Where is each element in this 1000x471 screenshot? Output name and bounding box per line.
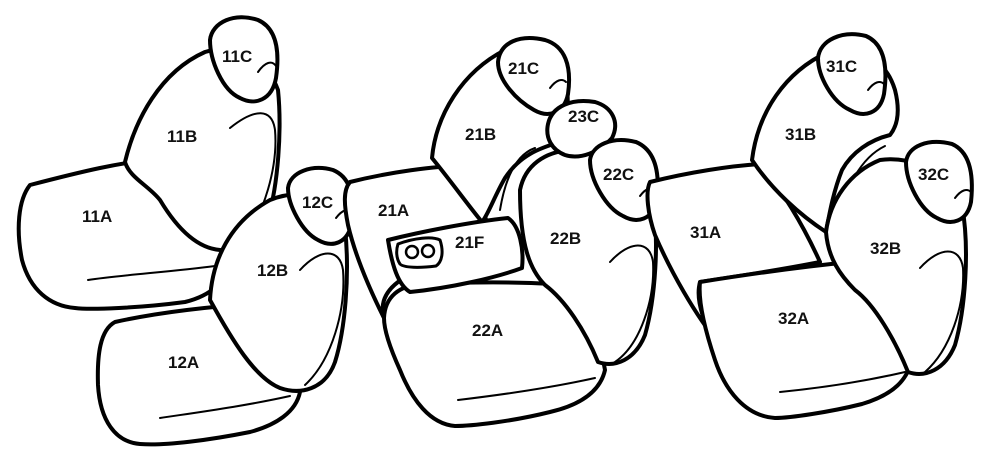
label-31C: 31C [826, 57, 857, 76]
part-32C-headrest [904, 140, 974, 224]
label-32C: 32C [918, 165, 949, 184]
label-22B: 22B [550, 229, 581, 248]
label-32A: 32A [778, 309, 809, 328]
seam-21C [549, 79, 567, 89]
label-11A: 11A [82, 207, 112, 226]
seam-32C [954, 189, 972, 199]
seam-31C [867, 81, 885, 91]
seam-22B [609, 244, 655, 363]
label-11B: 11B [167, 127, 197, 146]
label-21C: 21C [508, 59, 539, 78]
part-21F-armrest [386, 216, 525, 294]
cup-holder-icon [395, 236, 444, 269]
label-21B: 21B [465, 125, 496, 144]
seat-31-32: 31A 31B 31C 32C 32B 32A [645, 32, 974, 420]
part-31C-headrest [816, 32, 888, 116]
seat-12: 12A 12B 12C [95, 166, 355, 447]
label-31A: 31A [690, 223, 721, 242]
label-11C: 11C [222, 47, 252, 66]
label-21A: 21A [378, 201, 409, 220]
seam-21B [499, 147, 536, 211]
label-12A: 12A [168, 353, 199, 372]
label-12B: 12B [257, 261, 288, 280]
seam-12A [159, 395, 291, 419]
label-32B: 32B [870, 239, 901, 258]
seat-21-22: 21A 21B 21C 23C 22C 22B 21F 22A [342, 36, 660, 428]
label-23C: 23C [568, 107, 599, 126]
seam-22A [457, 377, 596, 401]
seam-11C [257, 61, 277, 73]
part-21C-headrest [496, 36, 572, 116]
part-11C-headrest [208, 15, 280, 104]
seam-32A [779, 371, 906, 393]
part-12B-backrest [208, 192, 349, 393]
label-22A: 22A [472, 321, 503, 340]
label-31B: 31B [785, 125, 816, 144]
seat-11: 11A 11B 11C [16, 15, 282, 311]
part-23C-headrest [545, 99, 618, 159]
label-21F: 21F [455, 233, 484, 252]
label-22C: 22C [603, 165, 634, 184]
seam-11A [87, 265, 216, 281]
seam-12B [299, 252, 345, 386]
label-12C: 12C [302, 193, 333, 212]
seam-32B [919, 250, 965, 373]
